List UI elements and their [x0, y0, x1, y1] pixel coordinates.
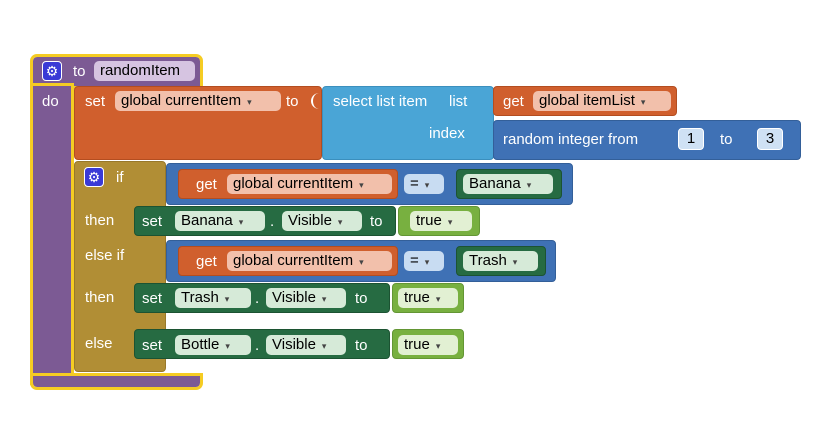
random-integer-block[interactable] [493, 120, 801, 160]
else1-set-label: set [142, 337, 163, 354]
chevron-down-icon: ▾ [225, 341, 230, 351]
select-list-label: select list item [333, 93, 428, 110]
set-current-var-text: global currentItem [121, 92, 242, 109]
cond1-get-label: get [196, 176, 217, 193]
cond2-value-dropdown[interactable]: Trash ▾ [463, 251, 538, 271]
cond2-var-dropdown[interactable]: global currentItem ▾ [227, 251, 392, 271]
chevron-down-icon: ▾ [359, 180, 364, 190]
procedure-gear-icon[interactable]: ⚙ [42, 61, 62, 81]
select-list-item-block[interactable] [322, 86, 494, 160]
then2-to-label: to [355, 290, 368, 307]
get-label: get [503, 93, 524, 110]
cond1-op-dropdown[interactable]: =▾ [404, 174, 444, 194]
then2-value-dropdown[interactable]: true ▾ [398, 288, 458, 308]
if-label: if [116, 169, 124, 186]
procedure-bottom [30, 373, 203, 390]
then1-set-label: set [142, 213, 163, 230]
then2-prop-dropdown[interactable]: Visible ▾ [266, 288, 346, 308]
else1-prop-text: Visible [272, 336, 316, 353]
then1-component-text: Banana [181, 212, 233, 229]
then1-prop-dropdown[interactable]: Visible ▾ [282, 211, 362, 231]
then1-value-dropdown[interactable]: true ▾ [410, 211, 472, 231]
cond2-op-dropdown[interactable]: =▾ [404, 251, 444, 271]
set-to-label: to [286, 93, 299, 110]
procedure-name-text: randomItem [100, 62, 181, 79]
cond2-op-text: = [410, 252, 419, 269]
random-to-label: to [720, 131, 733, 148]
procedure-name-field[interactable]: randomItem [94, 61, 195, 81]
then1-prop-text: Visible [288, 212, 332, 229]
else1-to-label: to [355, 337, 368, 354]
chevron-down-icon: ▾ [321, 294, 327, 304]
else1-prop-dropdown[interactable]: Visible ▾ [266, 335, 346, 355]
then2-set-label: set [142, 290, 163, 307]
random-from-text: 1 [686, 130, 696, 147]
else1-component-text: Bottle [181, 336, 220, 353]
chevron-down-icon: ▾ [321, 341, 327, 351]
chevron-down-icon: ▾ [424, 180, 430, 190]
procedure-to-label: to [73, 63, 86, 80]
cond2-var-text: global currentItem [233, 252, 354, 269]
then1-value-text: true [416, 212, 442, 229]
then-label-1: then [85, 212, 115, 229]
set-current-var-dropdown[interactable]: global currentItem ▾ [115, 91, 281, 111]
else-if-label: else if [85, 247, 125, 264]
then2-value-text: true [404, 289, 430, 306]
then1-component-dropdown[interactable]: Banana ▾ [175, 211, 265, 231]
cond1-var-dropdown[interactable]: global currentItem ▾ [227, 174, 392, 194]
chevron-down-icon: ▾ [224, 294, 230, 304]
cond1-var-text: global currentItem [233, 175, 354, 192]
chevron-down-icon: ▾ [640, 97, 646, 107]
cond1-value-text: Banana [469, 175, 521, 192]
chevron-down-icon: ▾ [447, 217, 453, 227]
set-trash-visible-block[interactable] [134, 283, 390, 313]
set-bottle-visible-block[interactable] [134, 329, 390, 359]
chevron-down-icon: ▾ [247, 97, 252, 107]
else-label: else [85, 335, 113, 352]
random-to-text: 3 [765, 130, 775, 147]
else1-dot: . [255, 337, 260, 354]
select-list-index-label: index [429, 125, 465, 142]
else1-value-text: true [404, 336, 430, 353]
else1-component-dropdown[interactable]: Bottle ▾ [175, 335, 251, 355]
select-list-list-label: list [449, 93, 468, 110]
procedure-body [30, 83, 74, 385]
random-integer-label: random integer from [503, 131, 639, 148]
random-from-input[interactable]: 1 [678, 128, 704, 150]
then2-prop-text: Visible [272, 289, 316, 306]
procedure-do-label: do [42, 93, 59, 110]
chevron-down-icon: ▾ [512, 257, 518, 267]
cond1-value-dropdown[interactable]: Banana ▾ [463, 174, 553, 194]
then2-component-dropdown[interactable]: Trash ▾ [175, 288, 251, 308]
cond2-value-text: Trash [469, 252, 507, 269]
input-socket [311, 93, 321, 109]
cond1-op-text: = [410, 175, 419, 192]
else1-value-dropdown[interactable]: true ▾ [398, 335, 458, 355]
chevron-down-icon: ▾ [337, 217, 343, 227]
then2-component-text: Trash [181, 289, 219, 306]
chevron-down-icon: ▾ [526, 180, 532, 190]
set-label: set [85, 93, 106, 110]
chevron-down-icon: ▾ [424, 257, 430, 267]
chevron-down-icon: ▾ [359, 257, 364, 267]
get-item-list-dropdown[interactable]: global itemList ▾ [533, 91, 671, 111]
cond2-get-label: get [196, 253, 217, 270]
chevron-down-icon: ▾ [238, 217, 244, 227]
then-label-2: then [85, 289, 115, 306]
chevron-down-icon: ▾ [435, 341, 441, 351]
then1-to-label: to [370, 213, 383, 230]
then1-dot: . [270, 213, 275, 230]
get-item-list-text: global itemList [539, 92, 635, 109]
if-gear-icon[interactable]: ⚙ [84, 167, 104, 187]
then2-dot: . [255, 290, 260, 307]
chevron-down-icon: ▾ [435, 294, 441, 304]
random-to-input[interactable]: 3 [757, 128, 783, 150]
